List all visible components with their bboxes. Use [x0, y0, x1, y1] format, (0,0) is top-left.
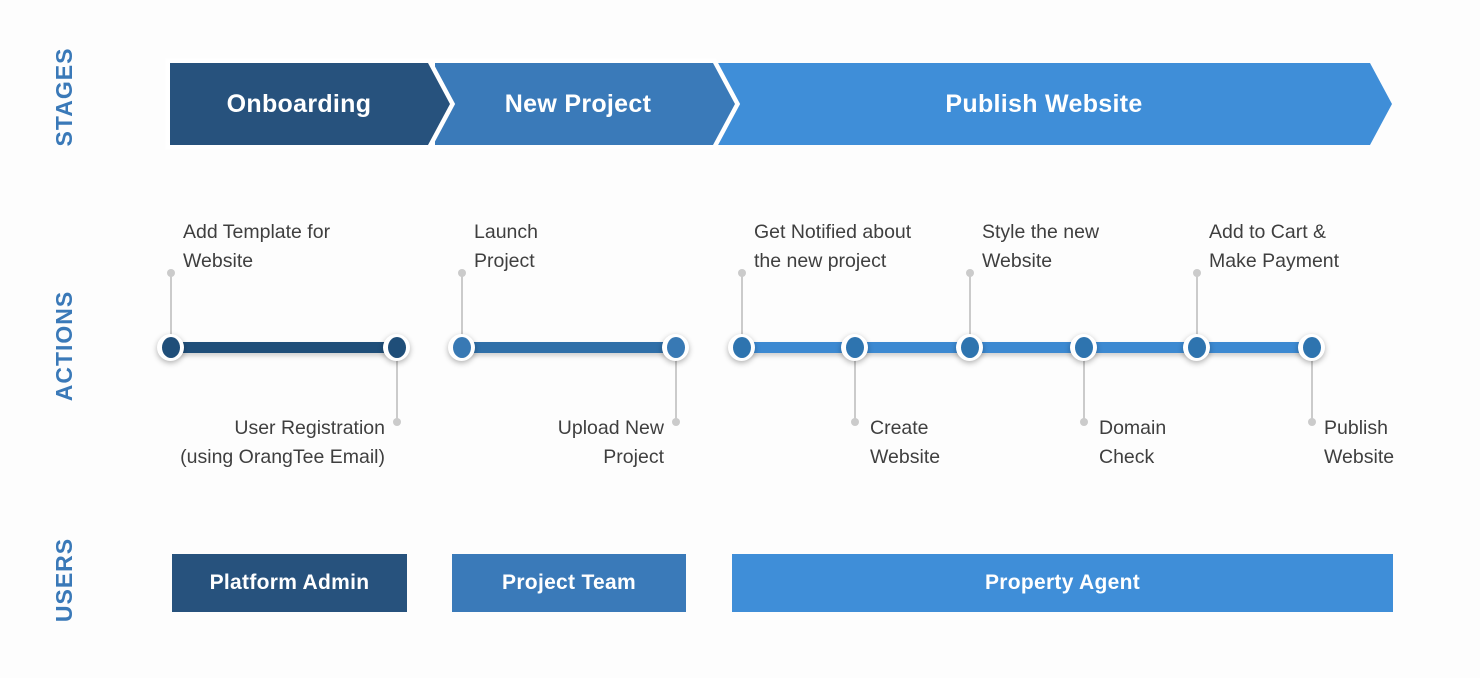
timeline-dot — [662, 334, 689, 361]
connector-line — [170, 276, 172, 348]
action-label-domain-check: Domain Check — [1099, 417, 1167, 468]
connector-endpoint-dot — [966, 269, 974, 277]
timeline-dot-core — [1074, 337, 1093, 358]
stage-label-publish-website: Publish Website — [945, 89, 1143, 118]
connector-line — [461, 276, 463, 348]
stage-arrow-onboarding — [165, 58, 456, 150]
connector-endpoint-dot — [1080, 418, 1088, 426]
connector-line — [969, 276, 971, 348]
user-box-platform-admin: Platform Admin — [172, 554, 407, 612]
action-label-upload-new-project: Upload New Project — [557, 417, 664, 468]
connector-line — [1311, 348, 1313, 419]
connector-endpoint-dot — [1193, 269, 1201, 277]
timeline-dot-core — [845, 337, 864, 358]
timeline-dot-core — [387, 337, 406, 358]
timeline-segment-publish-website — [742, 342, 1312, 353]
action-label-add-to-cart: Add to Cart & Make Payment — [1209, 221, 1340, 272]
timeline-dot-core — [1187, 337, 1206, 358]
action-label-user-registration: User Registration (using OrangTee Email) — [180, 417, 385, 468]
timeline-dot — [1298, 334, 1325, 361]
connector-line — [1083, 348, 1085, 419]
connector-endpoint-dot — [458, 269, 466, 277]
connector-line — [1196, 276, 1198, 348]
connector-line — [675, 348, 677, 419]
timeline-segment-new-project — [462, 342, 676, 353]
action-label-launch-project: Launch Project — [474, 221, 538, 272]
timeline-dot-core — [161, 337, 180, 358]
timeline-dot — [157, 334, 184, 361]
timeline-dot — [956, 334, 983, 361]
timeline-dot — [728, 334, 755, 361]
connector-endpoint-dot — [393, 418, 401, 426]
timeline-dot-core — [1302, 337, 1321, 358]
connector-endpoint-dot — [167, 269, 175, 277]
timeline-dot — [448, 334, 475, 361]
action-label-get-notified: Get Notified about the new project — [754, 221, 912, 272]
stage-arrow-publish-website — [718, 63, 1392, 145]
timeline-dot — [383, 334, 410, 361]
stage-label-onboarding: Onboarding — [226, 89, 372, 118]
user-box-project-team: Project Team — [452, 554, 686, 612]
timeline-segment-onboarding — [171, 342, 397, 353]
timeline-dot-core — [732, 337, 751, 358]
timeline-dot — [841, 334, 868, 361]
timeline-dot-core — [960, 337, 979, 358]
timeline-dot-core — [666, 337, 685, 358]
connector-line — [396, 348, 398, 419]
action-label-add-template: Add Template for Website — [183, 221, 331, 272]
action-label-publish-website: Publish Website — [1324, 417, 1395, 468]
action-label-create-website: Create Website — [870, 417, 941, 468]
stage-label-new-project: New Project — [504, 89, 652, 118]
timeline-dot — [1183, 334, 1210, 361]
connector-line — [741, 276, 743, 348]
connector-endpoint-dot — [1308, 418, 1316, 426]
connector-endpoint-dot — [672, 418, 680, 426]
connector-line — [854, 348, 856, 419]
timeline-dot — [1070, 334, 1097, 361]
timeline-dot-core — [452, 337, 471, 358]
action-label-style-website: Style the new Website — [982, 221, 1100, 272]
connector-endpoint-dot — [851, 418, 859, 426]
user-box-property-agent: Property Agent — [732, 554, 1393, 612]
connector-endpoint-dot — [738, 269, 746, 277]
